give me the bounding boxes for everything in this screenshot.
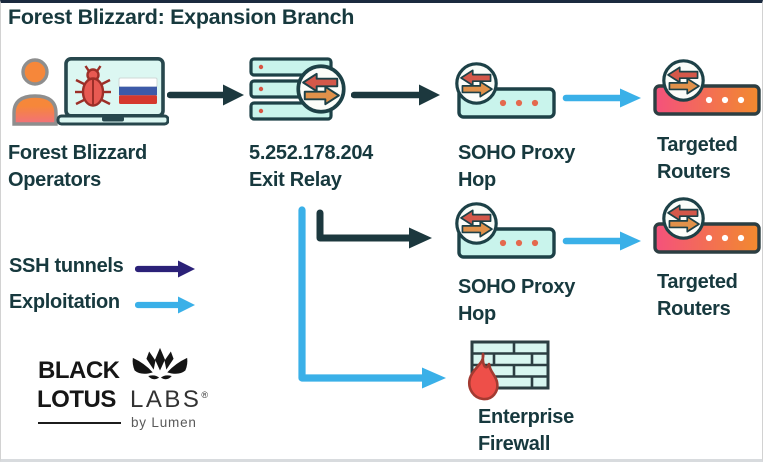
logo-black-text: BLACK xyxy=(38,357,120,384)
targeted-routers-1-label-line1: Targeted xyxy=(657,134,738,156)
ssh-arrow-relay-to-soho2 xyxy=(316,209,432,249)
enterprise-firewall-label-line1: Enterprise xyxy=(478,406,574,428)
operators-label-line1: Forest Blizzard xyxy=(8,142,147,164)
targeted-routers-2-label-line2: Routers xyxy=(657,298,731,320)
server-stack-icon xyxy=(249,57,346,121)
logo-labs-text: LABS® xyxy=(130,386,208,414)
targeted-router-2-icon xyxy=(653,197,761,254)
exploitation-arrow-soho2-to-routers2 xyxy=(562,231,641,251)
targeted-routers-1-label: Targeted Routers xyxy=(657,132,738,186)
transfer-arrows-icon xyxy=(662,197,705,240)
soho-router-2-icon xyxy=(455,202,556,259)
transfer-arrows-icon xyxy=(296,64,346,114)
flame-icon xyxy=(468,352,499,401)
targeted-router-1-icon xyxy=(653,59,761,116)
firewall-icon xyxy=(468,340,550,401)
person-icon xyxy=(12,58,58,126)
bug-icon xyxy=(75,65,111,107)
operators-icon xyxy=(12,57,169,126)
exit-relay-label-line2: Exit Relay xyxy=(249,169,342,191)
page-title: Forest Blizzard: Expansion Branch xyxy=(8,5,355,29)
targeted-routers-2-label-line1: Targeted xyxy=(657,271,738,293)
transfer-arrows-icon xyxy=(455,62,498,105)
targeted-routers-2-label: Targeted Routers xyxy=(657,269,738,323)
targeted-routers-1-label-line2: Routers xyxy=(657,161,731,183)
soho-proxy-2-label: SOHO Proxy Hop xyxy=(458,274,575,328)
soho-proxy-1-label: SOHO Proxy Hop xyxy=(458,140,575,194)
exit-relay-label-line1: 5.252.178.204 xyxy=(249,142,374,164)
soho-router-1-icon xyxy=(455,62,556,119)
operators-label-line2: Operators xyxy=(8,169,101,191)
logo-lotus-text: LOTUS xyxy=(37,386,116,413)
operators-label: Forest Blizzard Operators xyxy=(8,140,147,194)
soho-proxy-2-label-line1: SOHO Proxy xyxy=(458,276,576,298)
soho-proxy-1-label-line2: Hop xyxy=(458,169,496,191)
legend-ssh-tunnels-label: SSH tunnels xyxy=(9,255,124,277)
transfer-arrows-icon xyxy=(455,202,498,245)
legend-exploitation-arrow-icon xyxy=(135,296,195,314)
logo-divider xyxy=(38,422,121,424)
exploitation-arrow-relay-to-firewall xyxy=(298,206,446,389)
lotus-icon xyxy=(132,347,188,380)
logo-byline: by Lumen xyxy=(131,415,197,430)
russia-flag-icon xyxy=(118,77,158,104)
registered-mark: ® xyxy=(201,390,209,400)
enterprise-firewall-label: Enterprise Firewall xyxy=(478,404,574,458)
exit-relay-label: 5.252.178.204 Exit Relay xyxy=(249,140,373,194)
soho-proxy-2-label-line2: Hop xyxy=(458,303,496,325)
legend-exploitation-label: Exploitation xyxy=(9,291,120,313)
enterprise-firewall-label-line2: Firewall xyxy=(478,433,551,455)
transfer-arrows-icon xyxy=(662,59,705,102)
logo-labs-word: LABS xyxy=(130,386,202,413)
ssh-arrow-relay-to-soho1 xyxy=(351,84,440,106)
legend-ssh-arrow-icon xyxy=(135,260,195,278)
exploitation-arrow-soho1-to-routers1 xyxy=(562,88,641,108)
ssh-arrow-operators-to-relay xyxy=(167,84,244,106)
soho-proxy-1-label-line1: SOHO Proxy xyxy=(458,142,576,164)
